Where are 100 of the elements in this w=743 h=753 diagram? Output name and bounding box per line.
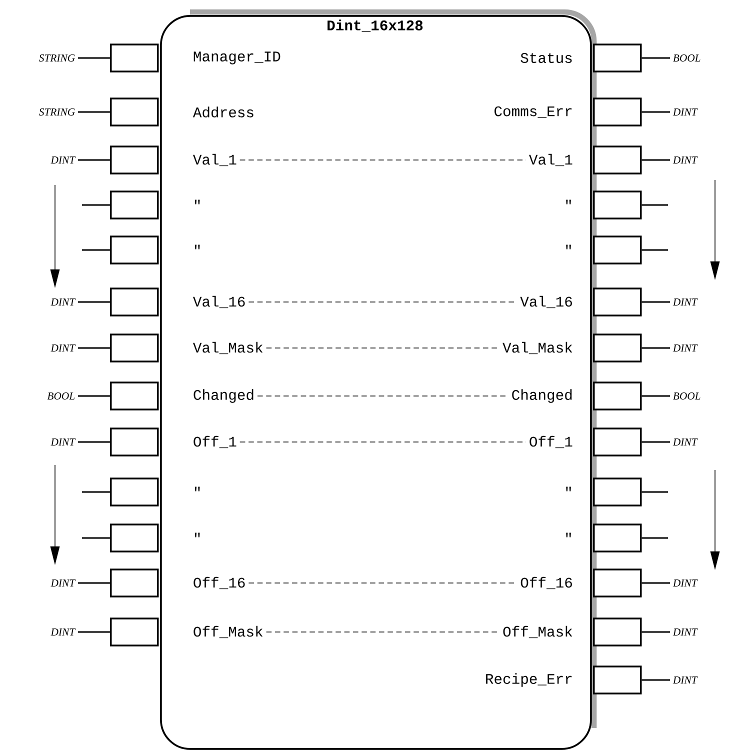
pin-name: Changed [194, 389, 254, 403]
connector-line [82, 491, 110, 493]
data-type-label: DINT [50, 298, 76, 306]
pin-name: Manager_ID [194, 52, 280, 64]
pin-box [110, 428, 159, 456]
pin-name: Off_Mask [503, 626, 572, 638]
pin-box [593, 478, 642, 506]
pin-box [110, 190, 159, 220]
pin-box [110, 382, 159, 410]
connector-line [82, 204, 110, 206]
pin-name: " [566, 486, 571, 492]
pin-box [110, 146, 159, 174]
pin-box [593, 288, 642, 316]
connector-line [642, 631, 670, 633]
connector-line [78, 347, 110, 349]
data-type-label: BOOL [673, 54, 700, 62]
pin-box [110, 524, 159, 552]
pin-name: Val_16 [193, 296, 245, 308]
connector-line [642, 441, 670, 443]
pin-name: " [566, 244, 571, 250]
pin-name: Val_16 [520, 296, 572, 308]
connector-line [78, 301, 110, 303]
pin-name: " [194, 532, 200, 538]
pin-name: Changed [512, 389, 572, 403]
connector-line [642, 491, 668, 493]
pin-box [110, 44, 159, 72]
pin-name: " [194, 200, 200, 204]
pin-box [110, 478, 159, 506]
connector-line [642, 301, 670, 303]
data-type-label: DINT [50, 628, 76, 636]
connector-line [78, 441, 110, 443]
pin-name: Off_16 [520, 576, 572, 590]
pin-name: Status [520, 53, 572, 63]
connector-line [642, 249, 668, 251]
pin-name: " [566, 200, 571, 204]
pin-box [110, 334, 159, 362]
pin-box [593, 334, 642, 362]
connector-line [78, 159, 110, 161]
pin-name: Off_1 [530, 436, 572, 448]
pin-box [593, 44, 642, 72]
data-type-label: DINT [672, 298, 698, 306]
connector-line [82, 249, 110, 251]
pin-box [593, 382, 642, 410]
data-type-label: DINT [672, 628, 698, 636]
pin-box [110, 288, 159, 316]
pin-name: Off_1 [194, 436, 236, 448]
connector-line [78, 111, 110, 113]
data-type-label: DINT [672, 108, 698, 116]
pin-name: " [566, 532, 571, 538]
data-type-label: DINT [672, 156, 698, 164]
pin-name: Comms_Err [494, 106, 572, 118]
pin-box [110, 236, 159, 264]
data-type-label: DINT [50, 580, 76, 586]
connector-line [82, 537, 110, 539]
connector-line [642, 537, 668, 539]
pin-box [593, 524, 642, 552]
pin-name: Val_1 [193, 154, 236, 166]
connector-line [642, 57, 670, 59]
data-type-label: STRING [39, 108, 75, 116]
pin-box [110, 568, 159, 598]
connector-line [78, 395, 110, 397]
pin-box [593, 146, 642, 174]
pin-box [593, 428, 642, 456]
pin-box [110, 98, 159, 126]
pin-box [593, 618, 642, 646]
pin-box [593, 190, 642, 220]
pin-name: Address [192, 106, 254, 118]
data-type-label: DINT [672, 344, 698, 352]
connector-line [78, 631, 110, 633]
connector-line [642, 582, 670, 584]
pin-box [593, 568, 642, 598]
pin-name: Off_Mask [194, 626, 263, 638]
data-type-label: BOOL [47, 392, 75, 400]
pin-name: " [194, 244, 200, 250]
data-type-label: DINT [50, 156, 76, 164]
pin-name: Off_16 [194, 576, 245, 590]
connector-line [642, 679, 670, 681]
connector-line [642, 204, 668, 206]
pin-name: " [194, 486, 200, 492]
data-type-label: BOOL [673, 392, 700, 400]
data-type-label: DINT [672, 580, 698, 586]
pin-name: Recipe_Err [486, 673, 572, 687]
data-type-label: DINT [50, 438, 76, 446]
data-type-label: DINT [672, 438, 698, 446]
pin-box [593, 236, 642, 264]
connector-line [78, 582, 110, 584]
connector-line [78, 57, 110, 59]
pin-name: Val_Mask [193, 342, 263, 354]
data-type-label: DINT [672, 676, 698, 684]
pin-name: Val_1 [529, 154, 572, 166]
connector-line [642, 395, 670, 397]
data-type-label: DINT [50, 344, 76, 352]
pin-box [110, 618, 159, 646]
pin-box [593, 666, 642, 694]
pin-name: Val_Mask [502, 342, 572, 354]
connector-line [642, 111, 670, 113]
connector-line [642, 159, 670, 161]
connector-line [642, 347, 670, 349]
data-type-label: STRING [39, 54, 75, 62]
pin-box [593, 98, 642, 126]
